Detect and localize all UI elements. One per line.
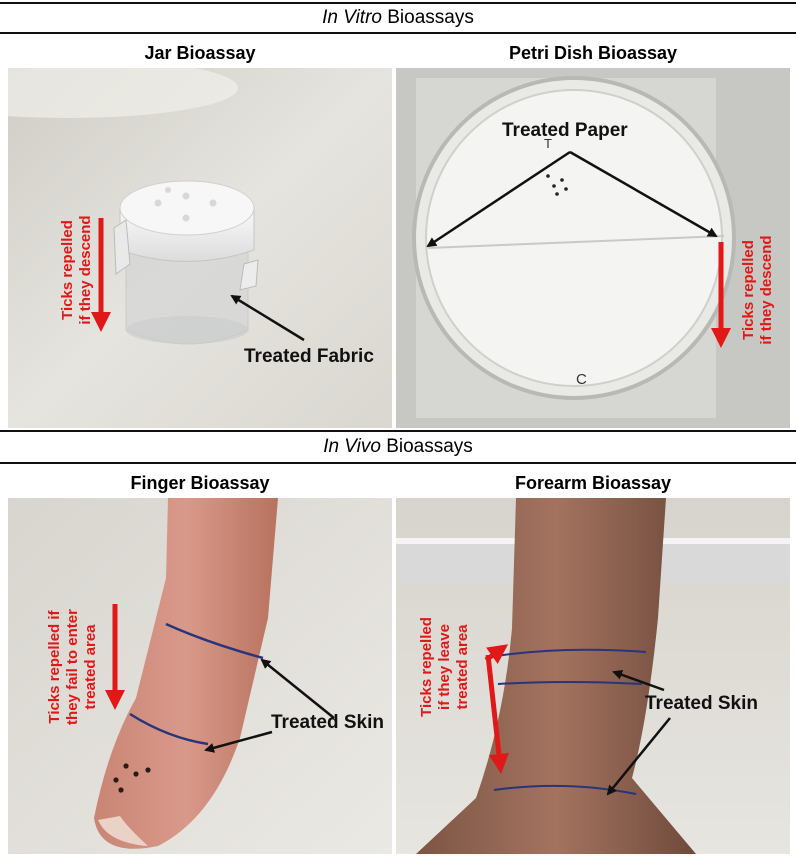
petri-treated-paper-label: Treated Paper [502,120,628,141]
forearm-bioassay-photo [396,498,790,854]
finger-callout-arrow-lower [204,730,273,753]
in-vitro-heading: In Vitro Bioassays [322,7,474,28]
petri-mark-t: T [544,136,552,151]
petri-dish-bioassay-photo: T C [396,68,790,428]
finger-treated-skin-label: Treated Skin [271,712,384,733]
petri-callout-arrow-right [569,150,718,238]
jar-callout-arrow [230,294,305,342]
top-rule [0,2,796,4]
forearm-bioassay-title: Forearm Bioassay [514,473,672,493]
petri-dish-bioassay-title: Petri Dish Bioassay [508,43,678,63]
jar-treated-fabric-label: Treated Fabric [244,346,374,367]
forearm-red-arrow [485,654,509,774]
in-vivo-heading: In Vivo Bioassays [323,436,473,457]
jar-bioassay-title: Jar Bioassay [144,43,256,63]
jar-bioassay-photo [8,68,392,428]
finger-bioassay-title: Finger Bioassay [130,473,270,493]
petri-callout-arrow-left [426,150,571,248]
finger-repelled-label: Ticks repelled if they fail to enter tre… [46,609,99,725]
forearm-treated-skin-label: Treated Skin [645,693,758,714]
finger-callout-arrow-upper [260,658,335,719]
forearm-callout-arrow-upper [612,670,665,692]
in-vivo-top-rule [0,430,796,432]
forearm-callout-arrow-lower [606,717,671,796]
jar-repelled-label: Ticks repelled if they descend [59,215,94,325]
in-vitro-rule [0,32,796,34]
petri-repelled-label: Ticks repelled if they descend [740,235,775,345]
in-vivo-rule [0,462,796,464]
petri-mark-c: C [576,371,587,388]
forearm-repelled-label: Ticks repelled if they leave treated are… [418,617,471,717]
finger-bioassay-photo [8,498,392,854]
forearm-red-arrow-up [484,644,509,664]
